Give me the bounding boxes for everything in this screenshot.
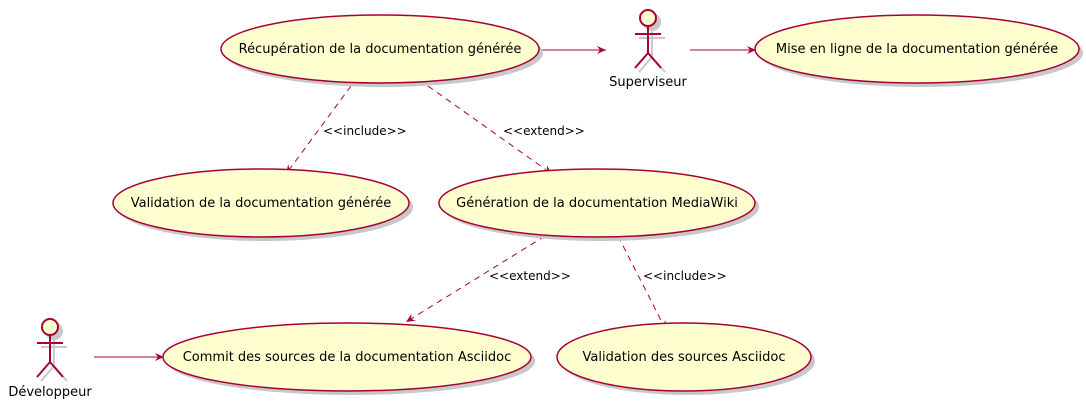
label-extend-1: <<extend>> — [503, 124, 585, 138]
use-case-validation-doc: Validation de la documentation générée — [112, 168, 413, 241]
label-include-1: <<include>> — [323, 124, 407, 138]
include-recuperation-validation-doc — [285, 85, 352, 175]
use-case-generation: Génération de la documentation MediaWiki — [438, 168, 759, 241]
relations — [94, 46, 756, 361]
actor-developpeur: Développeur — [8, 318, 92, 400]
actor-superviseur-figure — [634, 9, 666, 73]
use-case-validation-doc-label: Validation de la documentation générée — [131, 196, 392, 211]
actor-developpeur-figure — [36, 318, 68, 382]
actor-superviseur: Superviseur — [609, 9, 688, 90]
use-case-commit: Commit des sources de la documentation A… — [162, 322, 535, 395]
use-case-commit-label: Commit des sources de la documentation A… — [183, 350, 512, 365]
use-case-generation-label: Génération de la documentation MediaWiki — [456, 196, 738, 211]
actor-developpeur-label: Développeur — [8, 385, 92, 400]
use-case-mise-en-ligne: Mise en ligne de la documentation généré… — [754, 14, 1083, 87]
use-case-recuperation: Récupération de la documentation générée — [220, 14, 543, 87]
use-case-validation-sources: Validation des sources Asciidoc — [556, 322, 815, 395]
label-include-2: <<include>> — [643, 269, 727, 283]
use-case-mise-en-ligne-label: Mise en ligne de la documentation généré… — [776, 42, 1058, 57]
label-extend-2: <<extend>> — [489, 269, 571, 283]
use-case-validation-sources-label: Validation des sources Asciidoc — [583, 350, 786, 365]
extend-generation-commit — [405, 235, 546, 323]
include-generation-validation-sources — [617, 235, 667, 331]
use-case-recuperation-label: Récupération de la documentation générée — [239, 42, 522, 57]
extend-recuperation-generation — [427, 85, 553, 175]
actor-superviseur-label: Superviseur — [609, 75, 687, 90]
